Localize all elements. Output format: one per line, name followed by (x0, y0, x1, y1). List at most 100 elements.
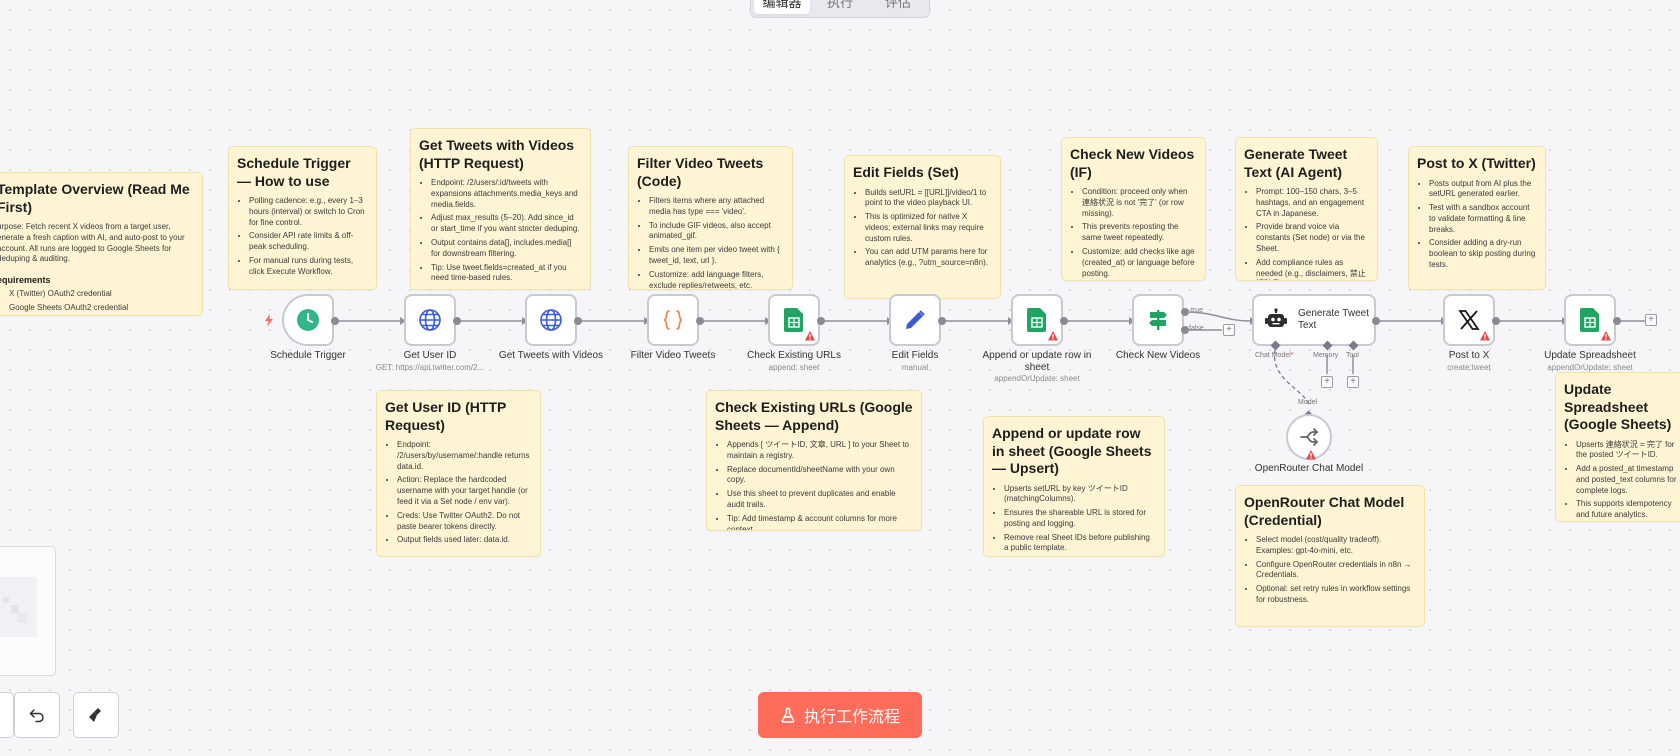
node-output-handle[interactable] (453, 317, 461, 325)
view-tab-switcher: 编辑器 执行 评估 (750, 0, 930, 18)
node-label: Check New Videos (1115, 350, 1201, 361)
node-label: Append or update row in sheet (982, 350, 1092, 373)
openrouter-icon (1296, 424, 1322, 450)
note-item: Tip: Add timestamp & account columns for… (727, 514, 913, 530)
note-item: Prompt: 100–150 chars, 3–5 hashtags, and… (1256, 187, 1369, 219)
node-output-handle[interactable] (696, 317, 704, 325)
note-item: Endpoint: /2/users/by/username/:handle r… (397, 440, 532, 472)
note-item: Remove real Sheet IDs before publishing … (1004, 533, 1156, 555)
zoom-control-button[interactable] (0, 692, 14, 738)
note-title: Append or update row in sheet (Google Sh… (992, 425, 1152, 476)
warning-icon (805, 331, 815, 341)
node-label: Get User ID (403, 350, 457, 361)
sticky-note-get-user[interactable]: Get User ID (HTTP Request) Endpoint: /2/… (376, 390, 541, 557)
minimap[interactable] (0, 546, 56, 676)
note-item: Creds: Use Twitter OAuth2. Do not paste … (397, 511, 532, 533)
node-output-handle[interactable] (1372, 317, 1380, 325)
note-item: Upserts 連絡状況 = 完了 for the posted ツイートID. (1576, 440, 1680, 462)
sticky-note-append-update[interactable]: Append or update row in sheet (Google Sh… (983, 416, 1165, 557)
note-item: Posts output from AI plus the setURL gen… (1429, 179, 1537, 201)
note-item: Optional: set retry rules in workflow se… (1256, 584, 1416, 606)
sticky-note-overview[interactable]: Template Overview (Read Me First) urpose… (0, 172, 203, 316)
node-subtitle: GET: https://api.twitter.com/2... (375, 363, 485, 372)
node-filter-video-tweets[interactable] (647, 294, 699, 346)
sticky-note-filter[interactable]: Filter Video Tweets (Code) Filters items… (628, 146, 793, 290)
note-item: Add compliance rules as needed (e.g., di… (1256, 258, 1369, 280)
node-check-new-videos[interactable] (1132, 294, 1184, 346)
note-item: Appends [ ツイートID, 文章, URL ] to your Shee… (727, 440, 913, 462)
clear-execution-button[interactable] (73, 692, 119, 738)
note-title: Filter Video Tweets (Code) (637, 155, 764, 189)
execute-workflow-button[interactable]: 执行工作流程 (758, 692, 922, 738)
node-label: OpenRouter Chat Model (1254, 463, 1364, 474)
sticky-note-edit-fields[interactable]: Edit Fields (Set) Builds setURL = [[URL]… (844, 155, 1001, 299)
add-node-button[interactable]: + (1645, 314, 1657, 326)
node-output-handle[interactable] (1492, 317, 1500, 325)
node-get-tweets-with-videos[interactable] (525, 294, 577, 346)
node-edit-fields[interactable] (889, 294, 941, 346)
x-logo-icon (1456, 307, 1482, 333)
node-output-false-handle[interactable] (1181, 326, 1189, 334)
tab-editor[interactable]: 编辑器 (754, 0, 810, 14)
minimap-node (17, 613, 27, 623)
branch-label-false: false (1189, 325, 1204, 332)
required-mark: * (1290, 352, 1294, 359)
port-label-tool: Tool (1346, 352, 1359, 359)
sticky-note-update-sheet[interactable]: Update Spreadsheet (Google Sheets) Upser… (1555, 372, 1680, 522)
add-memory-button[interactable]: + (1321, 376, 1333, 388)
branch-label-true: true (1191, 307, 1204, 314)
note-item: Customize: add checks like age (created_… (1082, 247, 1197, 279)
node-update-spreadsheet[interactable] (1564, 294, 1616, 346)
sticky-note-get-tweets[interactable]: Get Tweets with Videos (HTTP Request) En… (410, 128, 591, 290)
note-title: Edit Fields (Set) (853, 164, 959, 180)
sticky-note-openrouter[interactable]: OpenRouter Chat Model (Credential) Selec… (1235, 485, 1425, 627)
node-schedule-trigger[interactable] (282, 294, 334, 346)
note-item: Tip: Use tweet.fields=created_at if you … (431, 263, 582, 285)
tab-evaluations[interactable]: 评估 (884, 0, 911, 10)
undo-button[interactable] (14, 692, 60, 738)
node-check-existing-urls[interactable] (768, 294, 820, 346)
code-braces-icon (660, 307, 686, 333)
node-append-or-update-row[interactable] (1011, 294, 1063, 346)
node-output-handle[interactable] (938, 317, 946, 325)
node-get-user-id[interactable] (404, 294, 456, 346)
note-item: This is optimized for native X videos; e… (865, 212, 992, 244)
node-subtitle: appendOrUpdate: sheet (1547, 363, 1633, 372)
node-output-handle[interactable] (1613, 317, 1621, 325)
node-openrouter-chat-model[interactable] (1286, 414, 1332, 460)
node-output-handle[interactable] (817, 317, 825, 325)
note-item: Upserts setURL by key ツイートID (matchingCo… (1004, 484, 1156, 506)
sticky-note-check-new[interactable]: Check New Videos (IF) Condition: proceed… (1061, 137, 1206, 281)
node-output-handle[interactable] (1060, 317, 1068, 325)
node-output-handle[interactable] (574, 317, 582, 325)
node-label: Generate Tweet Text (1298, 308, 1369, 331)
node-output-handle[interactable] (331, 317, 339, 325)
port-label-text: Chat Model (1255, 352, 1291, 359)
sticky-note-schedule[interactable]: Schedule Trigger — How to use Polling ca… (228, 146, 377, 290)
node-output-true-handle[interactable] (1181, 308, 1189, 316)
sticky-note-generate[interactable]: Generate Tweet Text (AI Agent) Prompt: 1… (1235, 137, 1378, 281)
node-generate-tweet-text[interactable]: Generate Tweet Text (1252, 294, 1376, 346)
note-item: X (Twitter) OAuth2 credential (9, 289, 194, 300)
undo-icon (29, 709, 44, 723)
add-tool-button[interactable]: + (1347, 376, 1359, 388)
note-title: Generate Tweet Text (AI Agent) (1244, 146, 1348, 180)
sticky-note-check-existing[interactable]: Check Existing URLs (Google Sheets — App… (706, 390, 922, 531)
tab-executions[interactable]: 执行 (826, 0, 853, 10)
node-subtitle: append: sheet (768, 363, 820, 372)
add-node-false-button[interactable]: + (1223, 324, 1235, 336)
note-item: Test with a sandbox account to validate … (1429, 203, 1537, 235)
note-subtitle: equirements (0, 275, 51, 286)
port-label-model: Model (1298, 399, 1318, 406)
execute-workflow-label: 执行工作流程 (803, 709, 900, 726)
note-item: To include GIF videos, also accept anima… (649, 221, 784, 243)
node-post-to-x[interactable] (1443, 294, 1495, 346)
note-title: Get Tweets with Videos (HTTP Request) (419, 137, 575, 171)
note-item: Builds setURL = [[URL]]/video/1 to point… (865, 188, 992, 210)
sticky-note-post-x[interactable]: Post to X (Twitter) Posts output from AI… (1408, 146, 1546, 290)
note-item: For manual runs during tests, click Exec… (249, 256, 368, 278)
note-title: OpenRouter Chat Model (Credential) (1244, 494, 1405, 528)
port-label-memory: Memory (1313, 352, 1339, 359)
